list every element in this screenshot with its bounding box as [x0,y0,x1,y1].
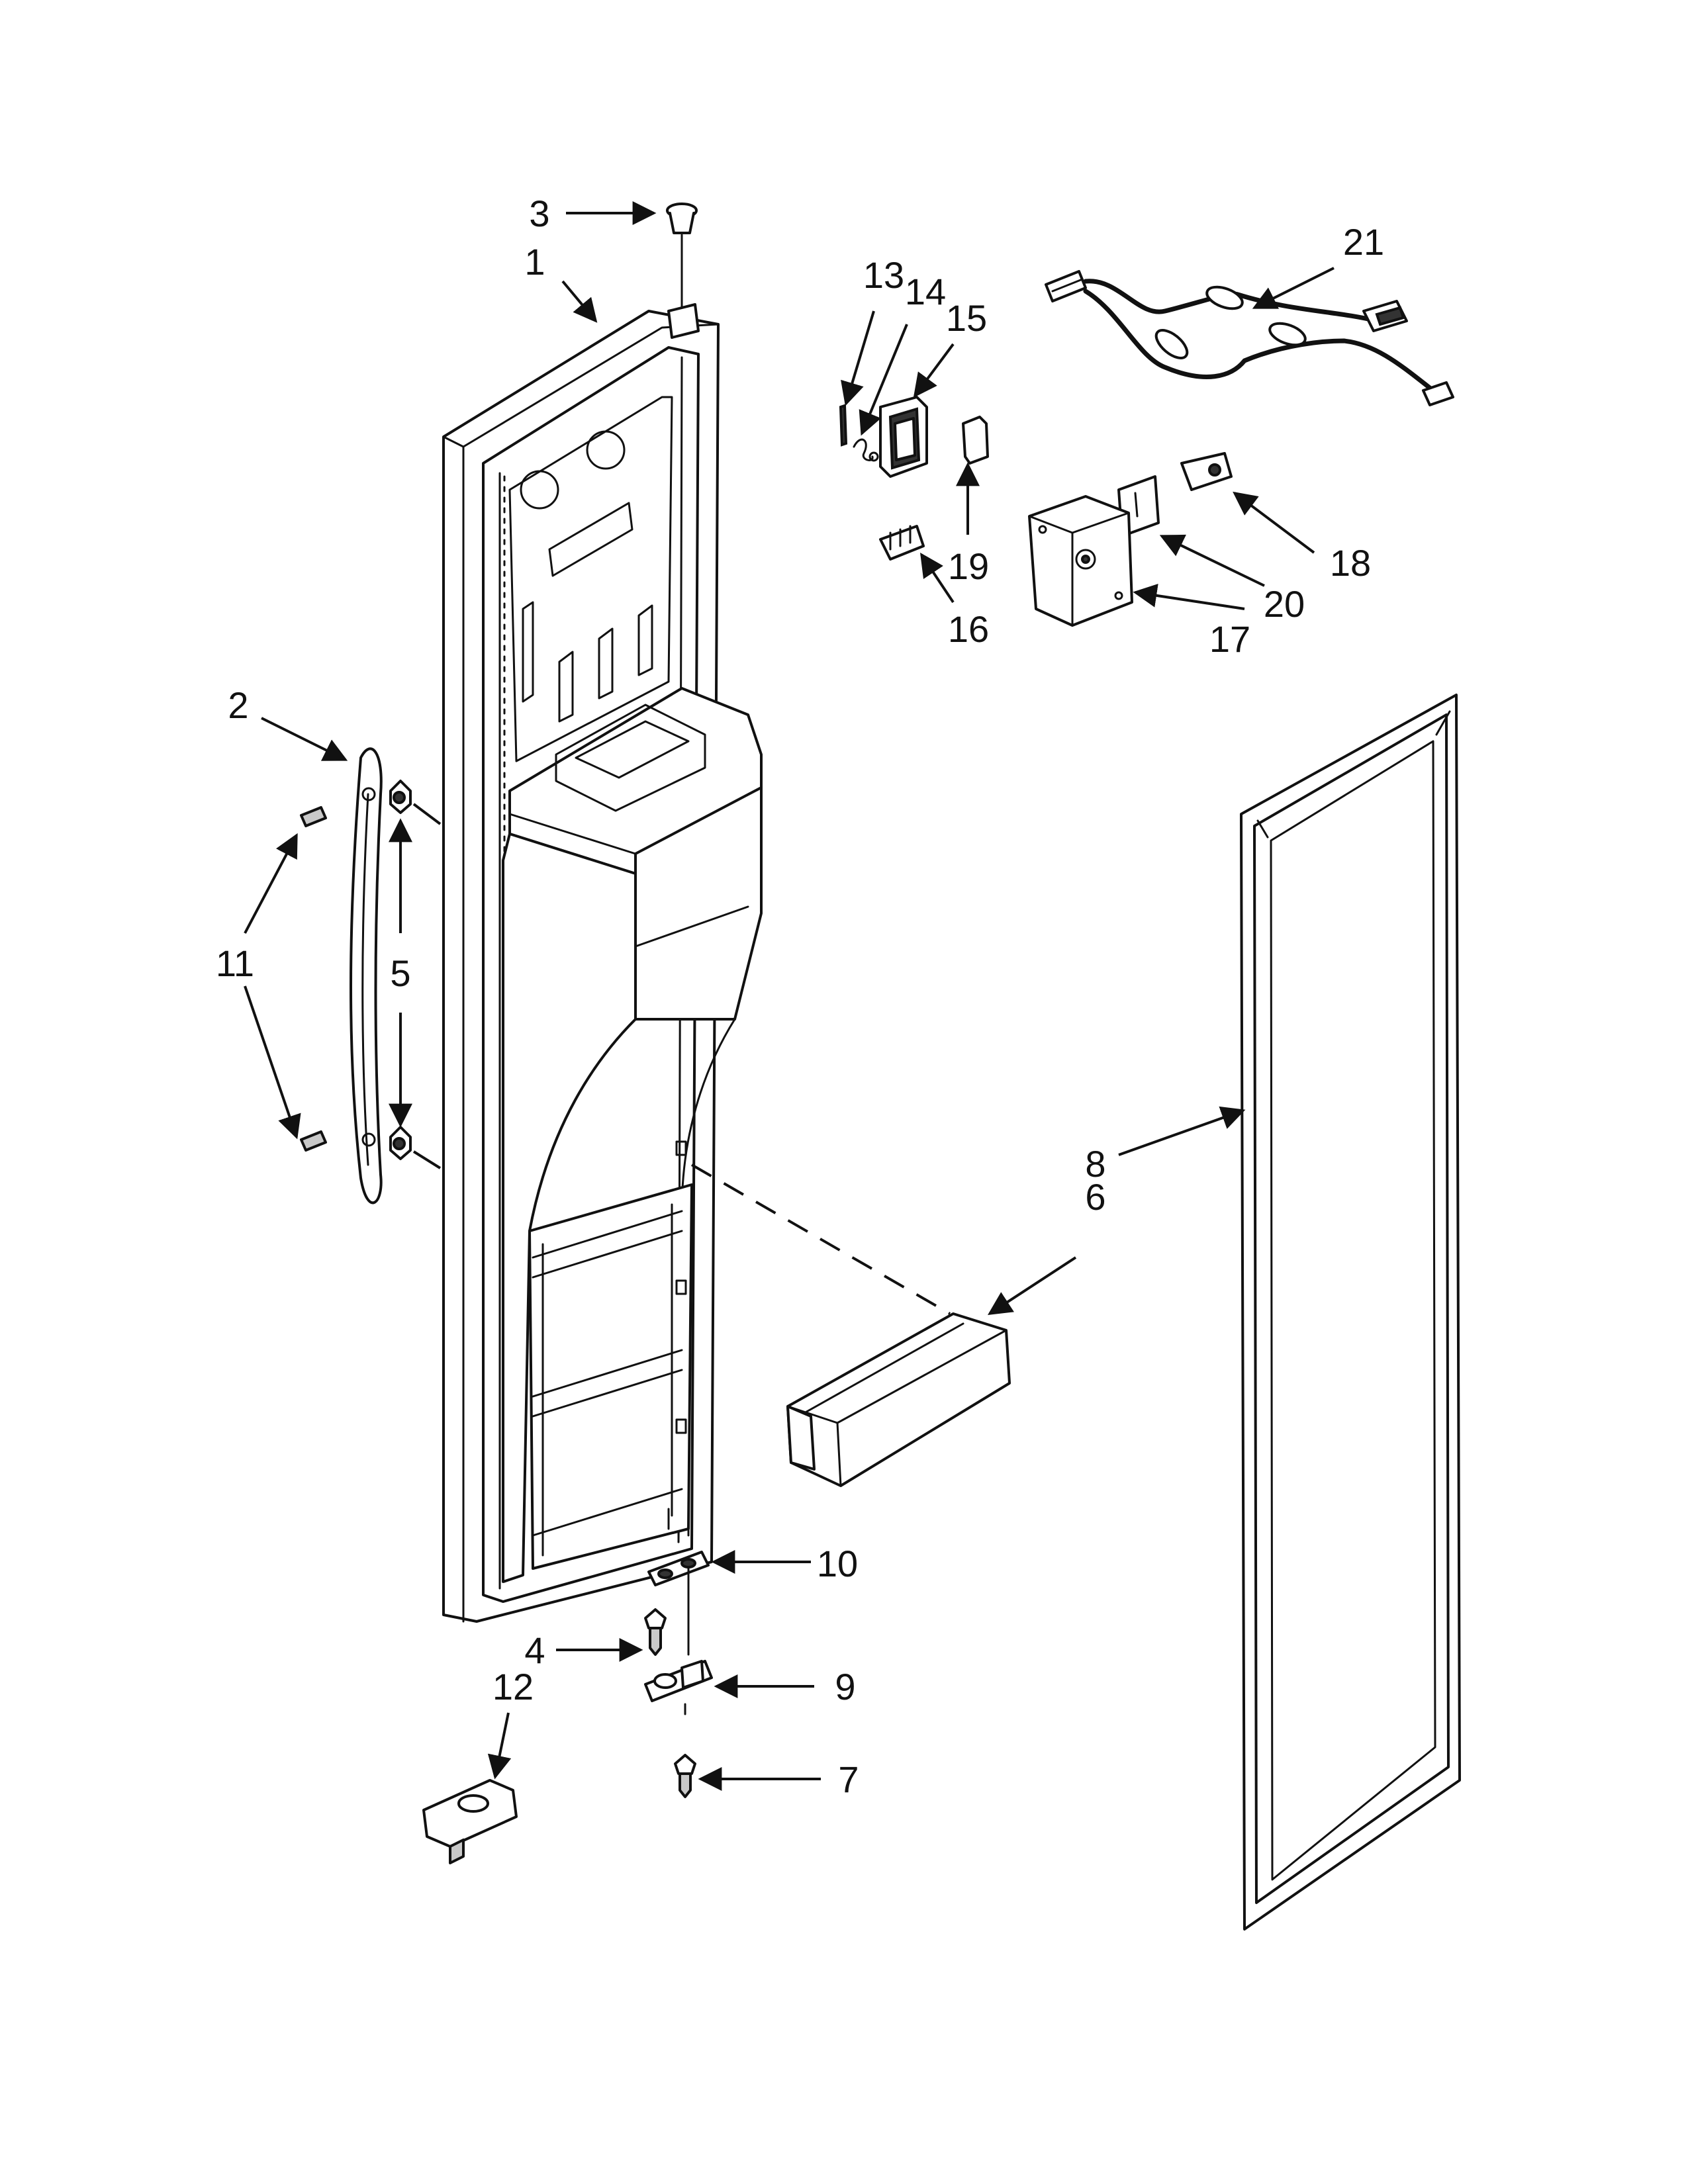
callout-9: 9 [835,1666,855,1707]
callout-18: 18 [1330,542,1371,584]
callout-13: 13 [863,254,904,296]
door-handle [350,747,383,1205]
callout-12: 12 [492,1666,534,1707]
callout-4: 4 [524,1629,545,1671]
callout-3: 3 [529,193,549,234]
callout-2: 2 [228,684,248,726]
callout-16: 16 [948,608,989,650]
door-bin [691,1163,1011,1487]
hinge-cover-bracket [422,1779,518,1864]
door-gasket [1240,694,1461,1931]
callout-7: 7 [838,1758,859,1800]
callout-8: 8 [1085,1143,1105,1185]
callout-11: 11 [216,942,254,984]
callout-15: 15 [946,297,987,339]
hinge-plug [666,203,700,339]
callout-5: 5 [390,952,410,994]
callout-labels: 1 2 3 4 5 6 7 8 9 10 11 12 13 14 15 16 1… [216,193,1384,1800]
door-panel [442,310,763,1623]
small-components [839,396,1233,627]
bottom-hinge-plate [647,1551,710,1656]
callout-19: 19 [948,545,989,587]
bottom-hinge [644,1660,713,1715]
callout-20: 20 [1264,583,1305,625]
callout-21: 21 [1343,221,1384,263]
callout-1: 1 [524,241,545,283]
callout-6: 6 [1085,1176,1105,1218]
hinge-screw-lower [674,1754,696,1798]
leader-lines [244,201,1335,1791]
wire-harness [1045,270,1454,406]
hinge-screw-upper [644,1608,667,1656]
handle-set-screws [300,806,327,1152]
handle-spacers [389,780,442,1169]
callout-17: 17 [1209,618,1250,660]
callout-14: 14 [905,271,946,312]
callout-10: 10 [817,1543,858,1584]
